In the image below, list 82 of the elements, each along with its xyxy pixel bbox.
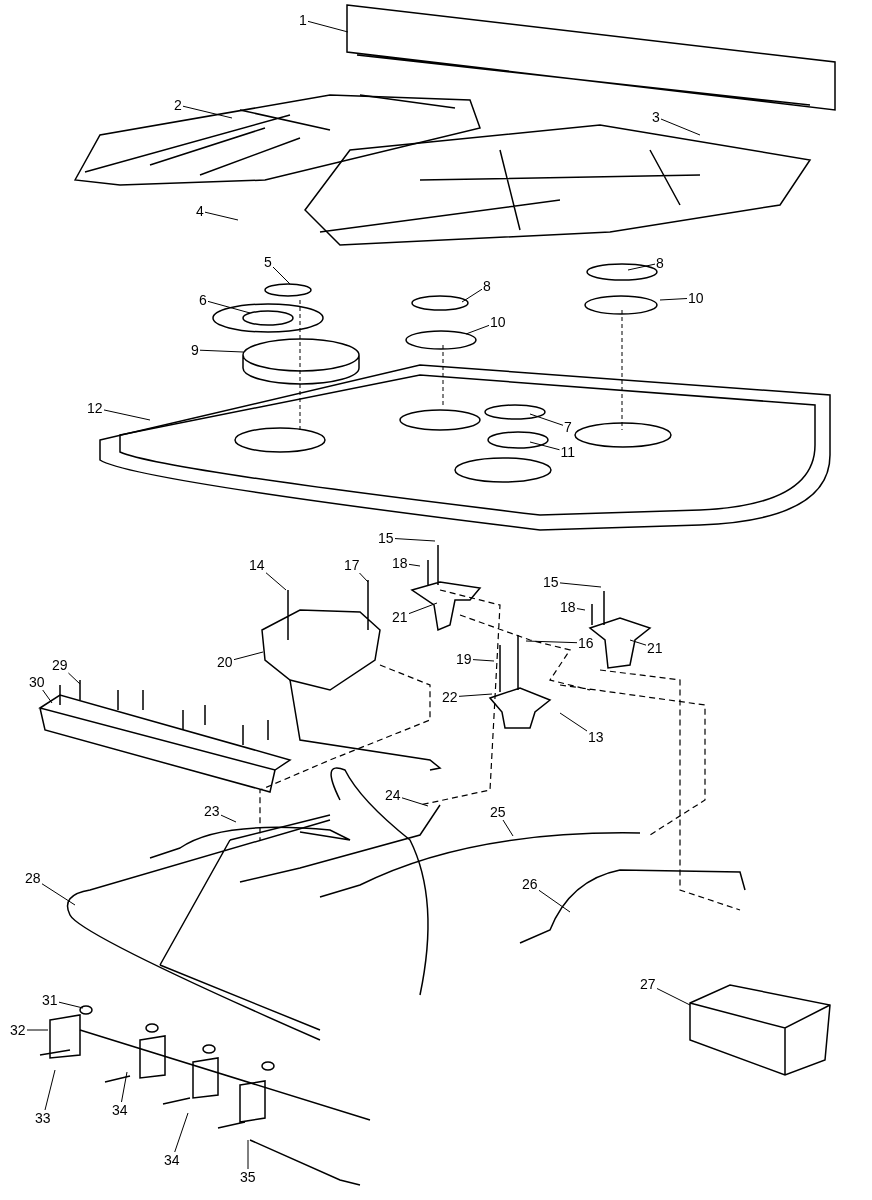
callout-number: 35 — [240, 1169, 256, 1185]
leader-line — [67, 672, 81, 685]
leader-line — [529, 413, 564, 426]
callout-number: 12 — [87, 400, 103, 416]
callout-number: 16 — [578, 635, 594, 651]
callout-number: 8 — [656, 255, 664, 271]
callout-number: 27 — [640, 976, 656, 992]
callout-number: 1 — [299, 12, 307, 28]
leader-line — [42, 689, 53, 704]
leader-line — [629, 639, 647, 646]
leader-line — [401, 797, 429, 807]
callout-number: 19 — [456, 651, 472, 667]
callout-number: 18 — [560, 599, 576, 615]
leader-line — [182, 105, 233, 119]
callout-number: 7 — [564, 419, 572, 435]
leader-line — [103, 409, 151, 421]
callout-number: 21 — [647, 640, 663, 656]
callout-number: 21 — [392, 609, 408, 625]
leader-line — [359, 572, 369, 583]
leader-line — [660, 118, 701, 136]
callout-number: 26 — [522, 876, 538, 892]
leader-line — [120, 1071, 128, 1103]
callout-number: 8 — [483, 278, 491, 294]
leader-line — [272, 266, 291, 285]
callout-number: 6 — [199, 292, 207, 308]
leader-line — [559, 712, 588, 732]
callout-number: 11 — [560, 444, 576, 460]
callout-number: 14 — [249, 557, 265, 573]
callout-number: 33 — [35, 1110, 51, 1126]
callout-number: 24 — [385, 787, 401, 803]
leader-line — [394, 538, 436, 542]
callout-number: 20 — [217, 654, 233, 670]
leader-line — [207, 300, 251, 314]
leader-line — [265, 572, 287, 591]
callout-number: 31 — [42, 992, 58, 1008]
callout-number: 18 — [392, 555, 408, 571]
leader-line — [58, 1001, 84, 1009]
leader-line — [576, 608, 586, 611]
callout-number: 17 — [344, 557, 360, 573]
leader-line — [307, 20, 349, 33]
callout-number: 10 — [688, 290, 704, 306]
leader-line — [199, 349, 244, 353]
callout-number: 13 — [588, 729, 604, 745]
leader-line — [26, 1029, 49, 1031]
leader-line — [627, 263, 656, 271]
leader-line — [529, 441, 560, 451]
callout-number: 34 — [112, 1102, 128, 1118]
callout-number: 32 — [10, 1022, 26, 1038]
leader-line — [472, 659, 495, 662]
callout-number: 34 — [164, 1152, 180, 1168]
leader-line — [465, 324, 490, 335]
callout-number: 2 — [174, 97, 182, 113]
leader-line — [525, 640, 578, 644]
leader-line — [502, 819, 514, 837]
callout-number: 15 — [543, 574, 559, 590]
leader-line — [220, 814, 237, 823]
leader-line — [408, 602, 438, 615]
leader-line — [461, 288, 483, 303]
leader-line — [559, 582, 602, 588]
callout-number: 5 — [264, 254, 272, 270]
callout-number: 23 — [204, 803, 220, 819]
leader-line — [659, 298, 688, 301]
callout-number: 15 — [378, 530, 394, 546]
leader-line — [408, 563, 421, 567]
callout-number: 30 — [29, 674, 45, 690]
leader-line — [458, 693, 493, 697]
callout-number: 3 — [652, 109, 660, 125]
callout-number: 28 — [25, 870, 41, 886]
leader-line — [656, 988, 691, 1006]
callout-number: 29 — [52, 657, 68, 673]
leader-line — [204, 211, 239, 221]
leader-line — [174, 1112, 189, 1153]
callout-number: 10 — [490, 314, 506, 330]
leader-line — [233, 651, 264, 661]
callout-number: 25 — [490, 804, 506, 820]
leader-line — [538, 889, 571, 913]
callout-number: 4 — [196, 203, 204, 219]
callout-number: 9 — [191, 342, 199, 358]
leader-line — [247, 1139, 249, 1170]
leader-line — [41, 883, 76, 906]
callout-number: 22 — [442, 689, 458, 705]
leader-line — [44, 1069, 56, 1111]
